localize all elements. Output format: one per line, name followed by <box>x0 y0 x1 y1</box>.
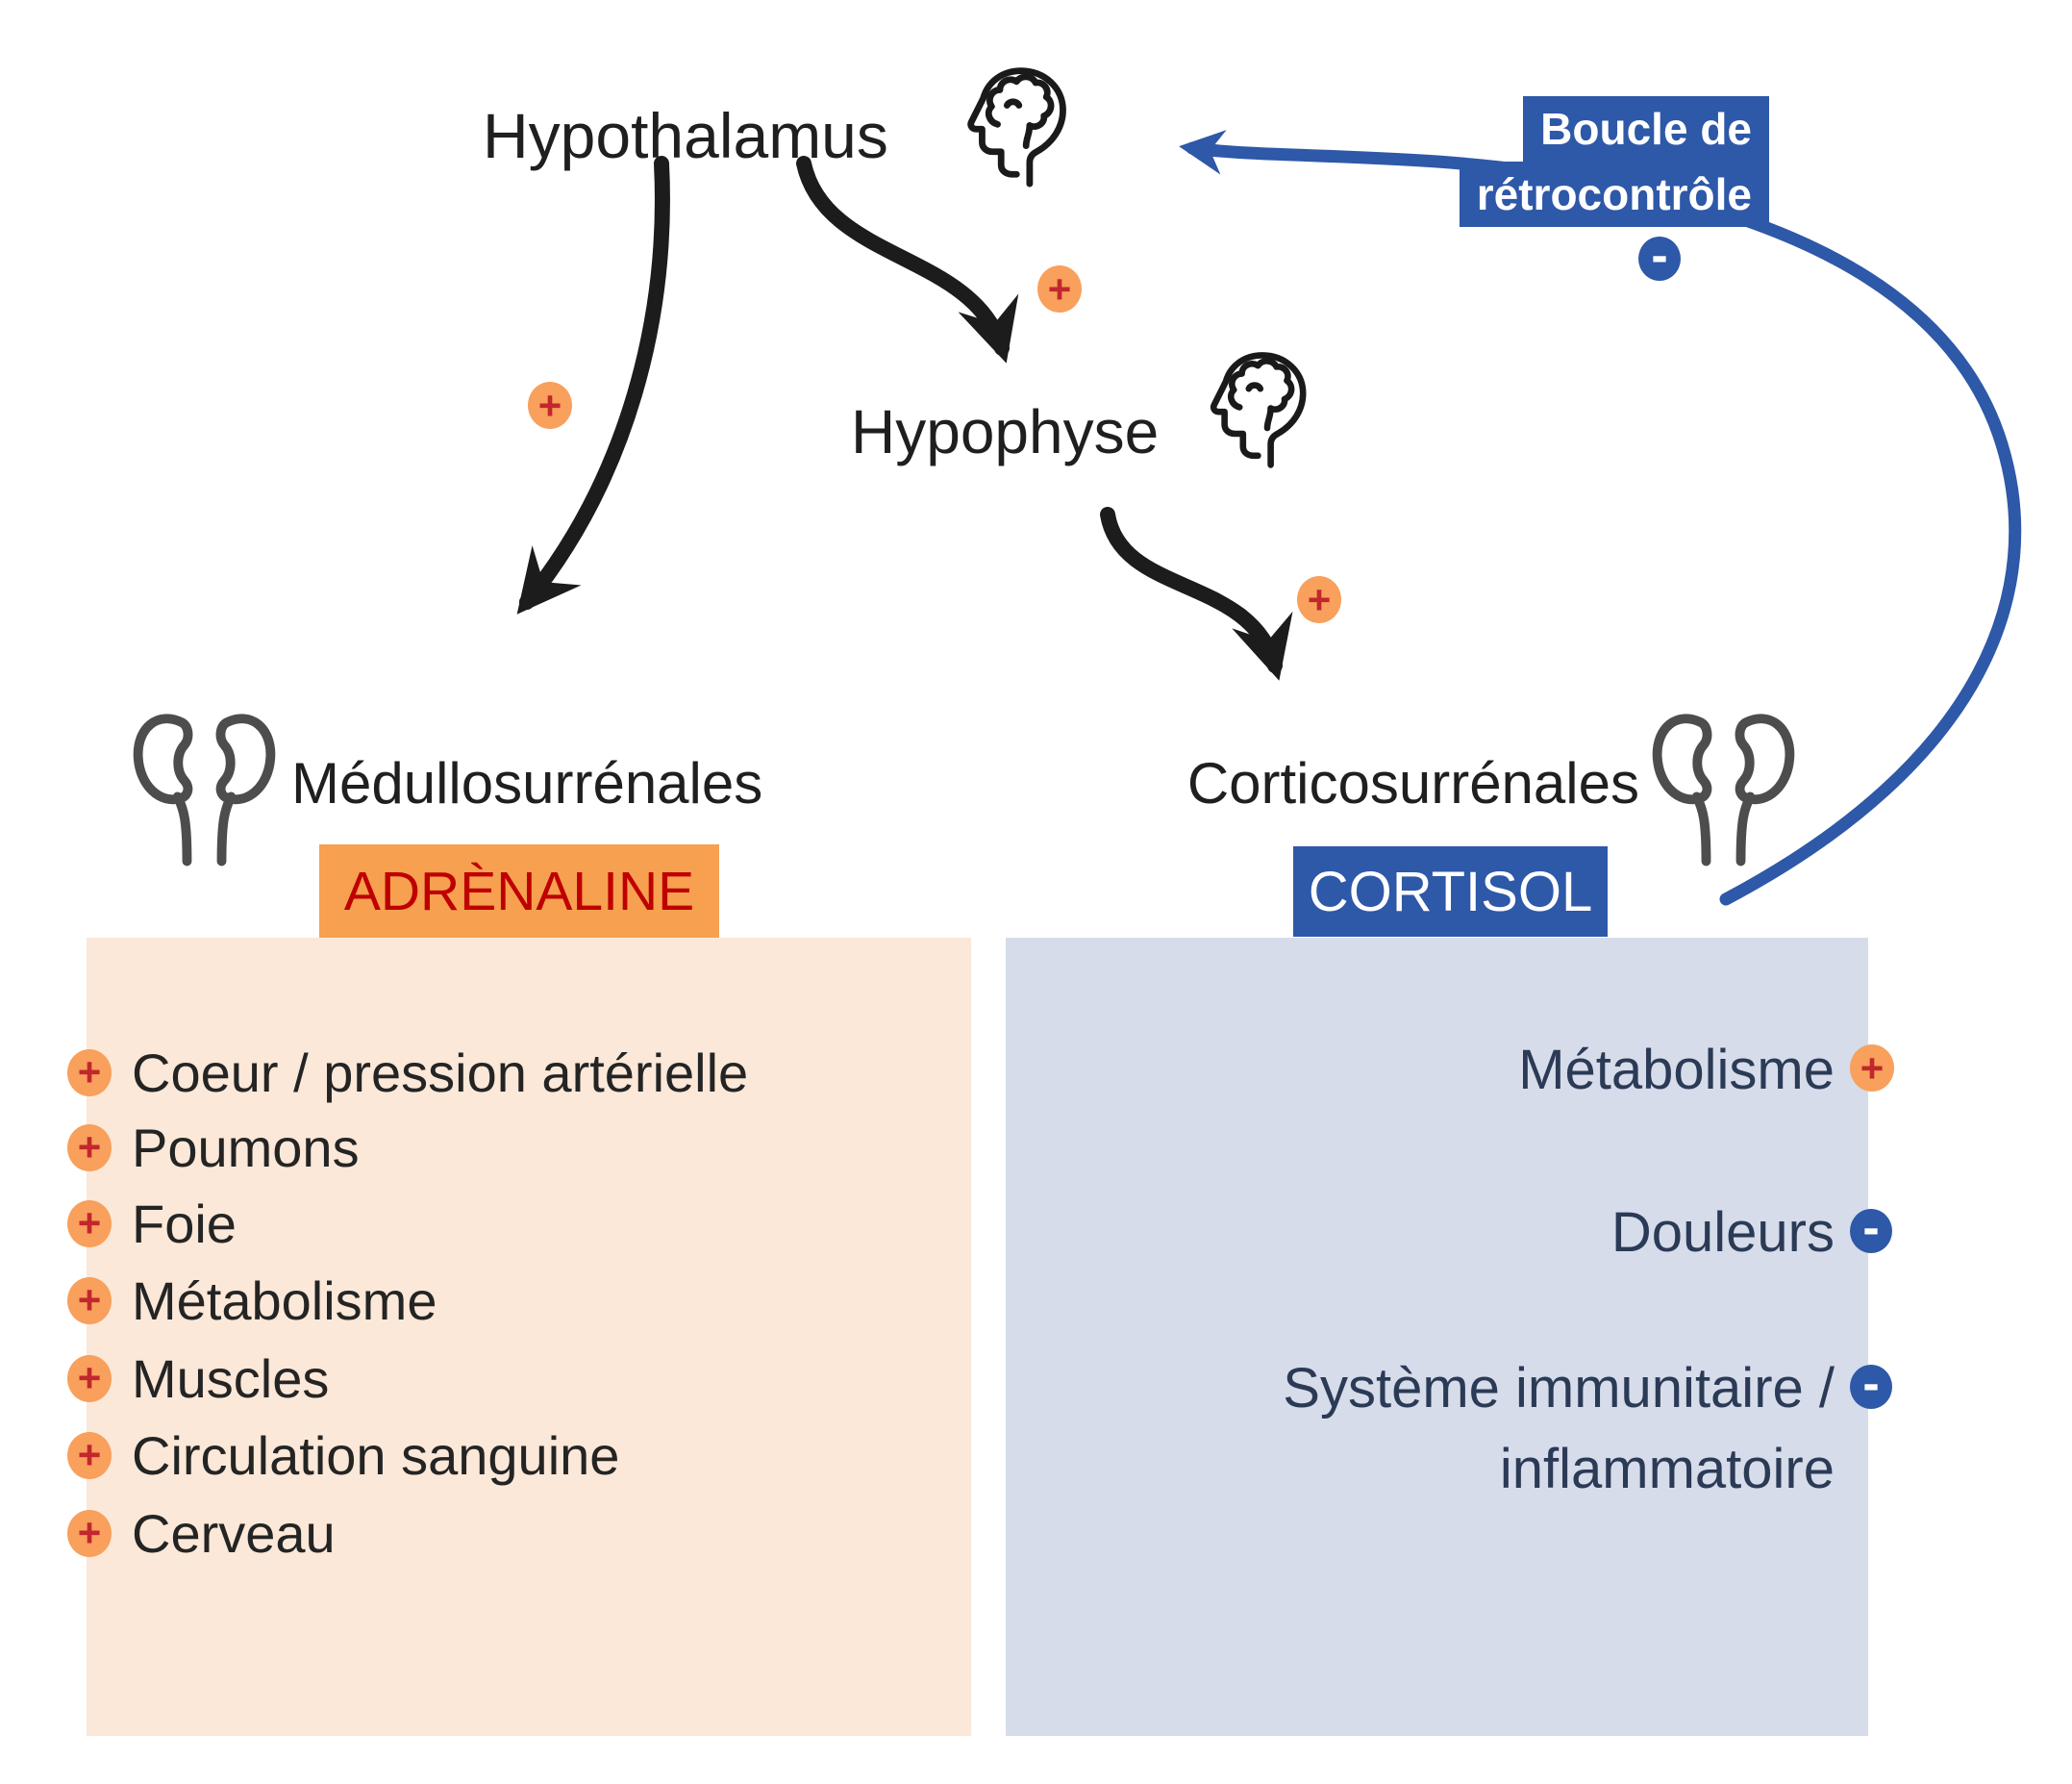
adrenaline-effect-row: + Circulation sanguine <box>67 1424 620 1486</box>
kidneys-icon <box>133 714 276 867</box>
hypothalamus-label: Hypothalamus <box>483 100 888 171</box>
effect-label: Système immunitaire / <box>1283 1356 1835 1420</box>
plus-badge: + <box>1850 1044 1894 1092</box>
effect-label: Foie <box>132 1193 237 1254</box>
cortisol-effect-row: inflammatoire <box>1500 1438 1835 1500</box>
adrenaline-effect-row: + Foie <box>67 1193 237 1254</box>
effect-label: Douleurs <box>1610 1200 1835 1264</box>
adrenaline-effect-row: + Coeur / pression artérielle <box>67 1042 749 1103</box>
plus-badge: + <box>67 1354 112 1402</box>
medullosurrenales-label: Médullosurrénales <box>291 751 763 816</box>
feedback-loop-label: Boucle de rétrocontrôle <box>1459 96 1769 227</box>
cortisol-effect-row: Système immunitaire / <box>1283 1356 1835 1420</box>
cortisol-effects-box <box>1006 938 1868 1736</box>
plus-badge: + <box>67 1123 112 1171</box>
edge-plus-badge-hypophyse: + <box>1037 265 1082 313</box>
adrenaline-effect-row: + Muscles <box>67 1347 330 1409</box>
cortisol-effect-row: Métabolisme <box>1518 1039 1835 1101</box>
feedback-loop-label-line1: Boucle de <box>1523 96 1769 162</box>
edge-plus-badge-medullosurrenales: + <box>528 382 572 429</box>
adrenaline-effect-row: + Poumons <box>67 1117 360 1178</box>
effect-label: Cerveau <box>132 1502 336 1564</box>
effect-label: inflammatoire <box>1499 1437 1835 1500</box>
minus-badge: - <box>1850 1359 1892 1409</box>
cortisol-effect-row: Douleurs <box>1611 1201 1835 1264</box>
brain-head-icon <box>1210 352 1307 468</box>
plus-badge: + <box>67 1431 112 1479</box>
minus-badge: - <box>1850 1203 1892 1253</box>
feedback-loop-label-line2: rétrocontrôle <box>1459 162 1769 227</box>
effect-label: Métabolisme <box>132 1269 437 1331</box>
cortisol-chip: CORTISOL <box>1293 846 1608 937</box>
arrow-hypophyse-to-corticosurrenales <box>1100 507 1293 681</box>
edge-plus-badge-corticosurrenales: + <box>1297 576 1341 623</box>
effect-label: Coeur / pression artérielle <box>132 1042 749 1103</box>
adrenaline-chip: ADRÈNALINE <box>319 844 719 938</box>
feedback-minus-badge: - <box>1638 231 1681 281</box>
brain-head-icon <box>967 67 1066 188</box>
hypophyse-label: Hypophyse <box>851 397 1160 466</box>
adrenaline-effects-box <box>87 938 971 1736</box>
effect-label: Métabolisme <box>1518 1038 1835 1101</box>
plus-badge: + <box>67 1276 112 1324</box>
effect-label: Poumons <box>132 1117 360 1178</box>
corticosurrenales-label: Corticosurrénales <box>1186 751 1639 816</box>
plus-badge: + <box>67 1048 112 1096</box>
plus-badge: + <box>67 1199 112 1247</box>
plus-badge: + <box>67 1509 112 1557</box>
adrenaline-effect-row: + Cerveau <box>67 1502 336 1564</box>
effect-label: Circulation sanguine <box>132 1424 620 1486</box>
kidneys-icon <box>1652 714 1795 867</box>
effect-label: Muscles <box>132 1347 330 1409</box>
adrenaline-effect-row: + Métabolisme <box>67 1269 437 1331</box>
